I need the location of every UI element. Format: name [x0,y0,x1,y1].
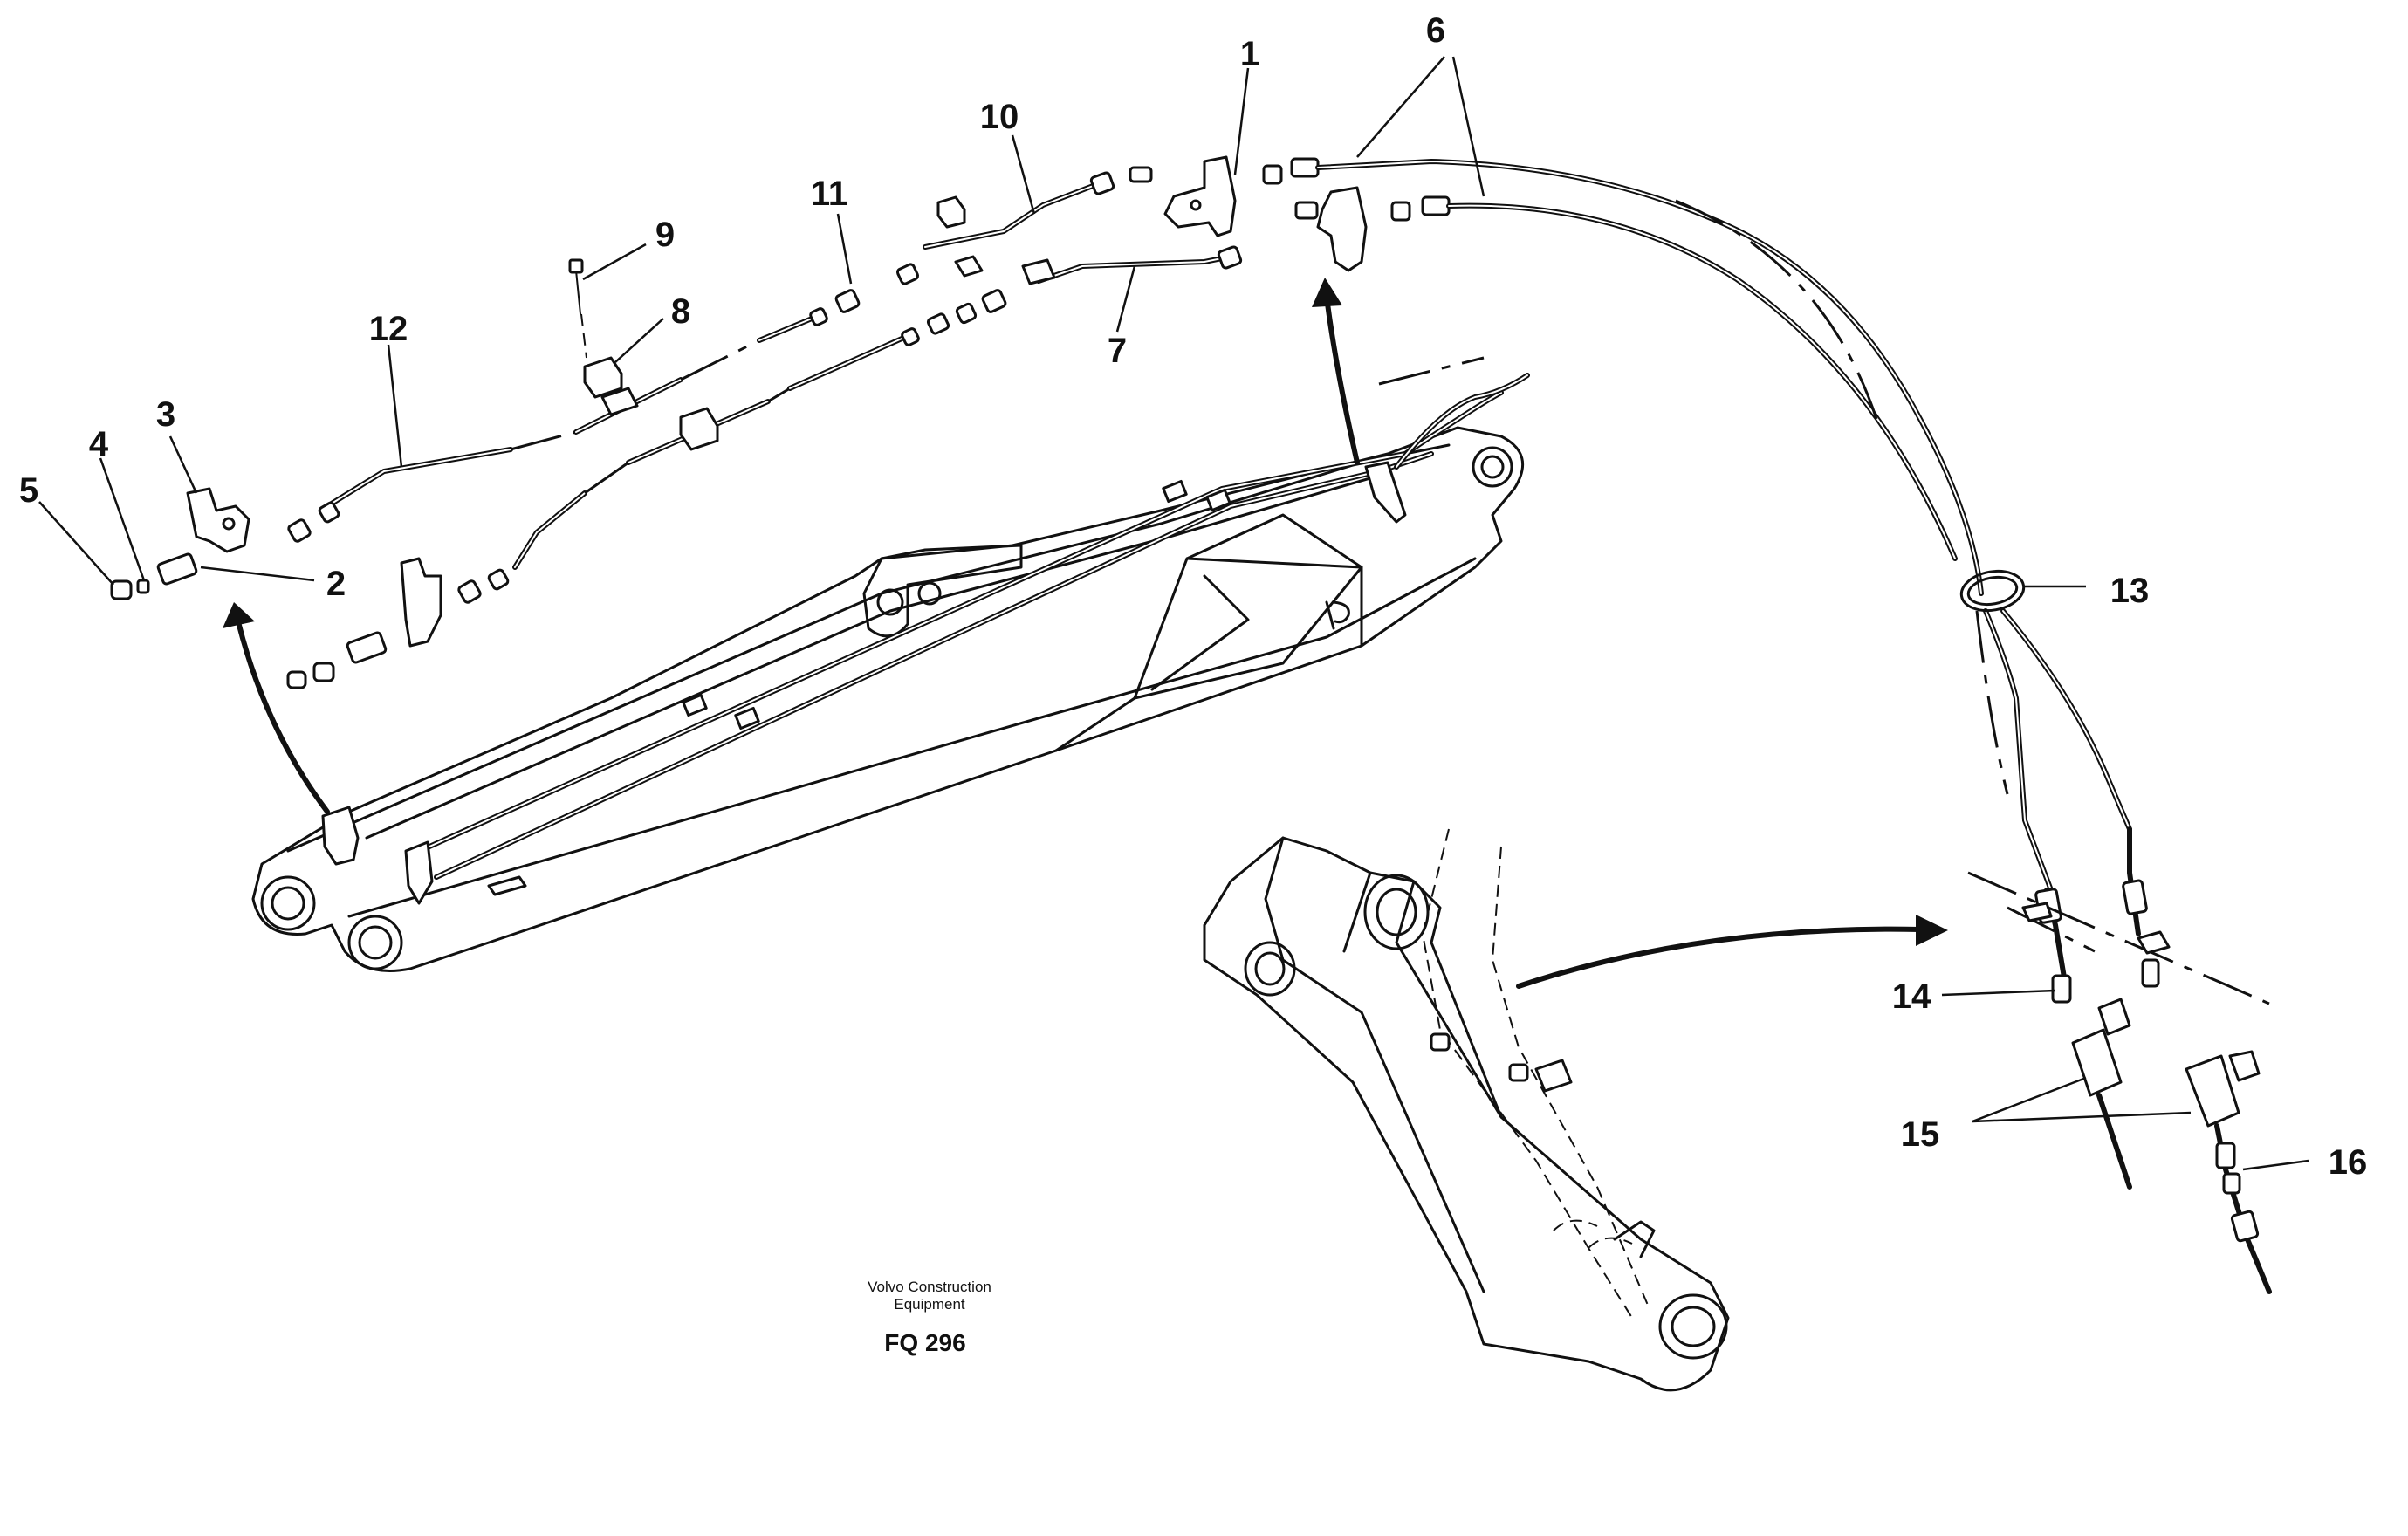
boom-clamp [734,706,760,730]
boom-tip-hose [1394,373,1530,470]
bracket-1 [1163,155,1237,237]
washer-4 [136,579,150,594]
bracket-3 [186,487,250,553]
fitting-14 [2051,974,2072,1004]
callout-13: 13 [2110,572,2150,610]
boom-pad [487,875,527,896]
arm-link-bracket [1613,1220,1656,1258]
boom-foot-eye-left [260,875,316,931]
clamp-lower [679,407,719,451]
boom-panel-diag [1133,566,1363,700]
hose-down-left [1983,608,2054,893]
callout-4: 4 [89,425,109,463]
callout-labels: 1 2 3 4 5 6 7 8 9 10 11 12 13 14 15 16 [19,11,2367,1182]
boom-foot-eye-right [347,915,403,970]
direction-arrows [223,278,1948,989]
arm-outline [1203,836,1730,1392]
arm-bucket-eye [1658,1293,1728,1360]
arm-hose-dashed [1421,828,1633,1319]
callout-1: 1 [1240,35,1259,73]
arrow-to-right-detail [1516,926,1923,989]
leader-lines [38,56,2309,1171]
fitting-2b [346,631,388,664]
arm-pivot-eye [1363,874,1430,950]
callout-16: 16 [2329,1143,2368,1182]
pipe-12 [325,447,513,509]
ring-13 [1959,569,2026,613]
boom-clamp [682,693,708,717]
clamp-7 [1021,258,1056,285]
arm-pivot-eye-inner [1376,888,1417,936]
callout-5: 5 [19,471,38,510]
fitting-2 [156,552,198,586]
bracket-2 [400,557,442,648]
boom-top-edge-inner [365,474,1381,840]
arm-inner-edge [1264,836,1485,1293]
drawing-code: FQ 296 [884,1329,965,1356]
callout-9: 9 [655,216,675,254]
boom-assembly [251,356,1530,972]
fittings [287,157,1451,604]
fitting-16 [2215,1142,2236,1169]
callout-14: 14 [1892,977,1931,1016]
boom-bottom-edge [347,557,1477,918]
callout-12: 12 [369,310,408,348]
boom-clamp [1162,479,1188,504]
valve-15-left [2071,1028,2123,1097]
arrow-to-left-detail [233,608,330,814]
boom-side-panel [1054,513,1363,752]
boom-panel-top [1185,557,1363,569]
boom-foot-eye-right-inner [358,925,393,960]
clamp-8-lower [600,387,639,416]
valve-15-right [2185,1054,2240,1128]
cylinder-bracket-pin [876,588,904,616]
pipe-lower-start [512,490,587,570]
nut-5 [110,579,133,600]
callout-2: 2 [326,565,346,603]
arm-inner-edge-2 [1395,880,1503,1119]
fitting-right-upper [2122,879,2148,915]
callout-11: 11 [811,175,847,213]
company-line-2: Equipment [894,1296,965,1313]
cylinder-bracket [862,544,1023,638]
callout-8: 8 [671,292,690,331]
boom-tip-eye [1472,446,1513,488]
footer-block: Volvo Construction Equipment FQ 296 [868,1279,991,1356]
boom-panel-recess [1150,574,1250,691]
hose-below-15 [2096,1093,2132,1190]
boom-outline [251,426,1525,972]
bracket-1b [1316,186,1368,272]
callout-7: 7 [1108,332,1127,370]
callout-3: 3 [156,395,175,434]
exploded-pipe-lines [110,155,2272,1294]
boom-tip-centerline [1378,356,1485,386]
callout-15: 15 [1901,1115,1940,1154]
clamp-small [954,255,984,278]
arrow-to-top-detail [1324,294,1360,465]
arm-assembly [1203,828,1730,1392]
boom-clamp [1205,488,1231,512]
clamp-8 [583,356,623,399]
hose-6a [1315,158,1984,596]
boom-logo-mark [1325,600,1350,630]
callout-6: 6 [1426,11,1445,50]
company-line-1: Volvo Construction [868,1279,991,1295]
callout-10: 10 [980,98,1019,136]
cylinder-bracket-pin-2 [917,581,942,606]
boom-foot-bracket-right [404,840,434,905]
boom-hose-lower [434,451,1434,880]
boom-tip-eye-inner [1480,455,1505,479]
bolt-9 [575,270,581,315]
boom-tip-bracket [1364,461,1407,524]
boom-foot-eye-left-inner [271,886,305,921]
boom-foot-bracket-left [321,806,360,866]
arm-cylinder-eye [1244,941,1296,997]
clamp-small-upper [936,195,966,229]
